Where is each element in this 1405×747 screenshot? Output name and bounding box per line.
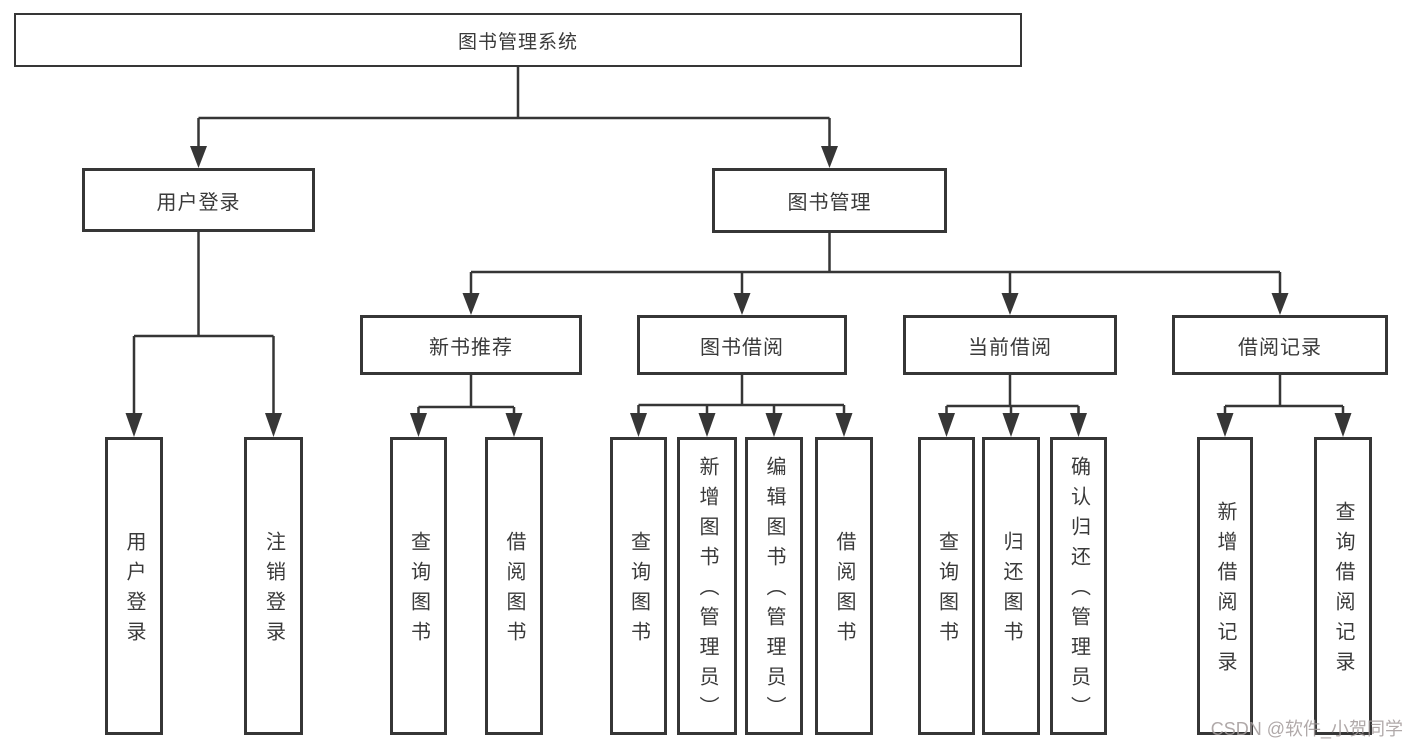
leaf-add-books-admin: 新增图书（管理员）: [677, 437, 737, 735]
csdn-watermark: CSDN @软件_小贺同学: [1210, 719, 1403, 739]
leaf-label: 新增借阅记录: [1214, 501, 1236, 681]
node-label: 图书借阅: [700, 336, 784, 359]
leaf-label: 查询图书: [627, 531, 650, 651]
node-borrow-record: 借阅记录: [1172, 315, 1388, 375]
leaf-label: 借阅图书: [833, 531, 855, 651]
node-new-book-recommend: 新书推荐: [360, 315, 582, 375]
node-user-login: 用户登录: [82, 168, 315, 232]
leaf-edit-books-admin: 编辑图书（管理员）: [745, 437, 803, 735]
leaf-label: 新增图书（管理员）: [696, 456, 718, 726]
node-label: 用户登录: [156, 191, 241, 214]
leaf-return-books: 归还图书: [982, 437, 1040, 735]
node-label: 图书管理: [787, 192, 872, 214]
leaf-add-borrow-record: 新增借阅记录: [1197, 437, 1253, 735]
leaf-borrow-books: 借阅图书: [815, 437, 873, 735]
leaf-label: 用户登录: [123, 531, 145, 651]
leaf-label: 注销登录: [262, 531, 285, 651]
leaf-query-books-current: 查询图书: [918, 437, 975, 735]
leaf-label: 编辑图书（管理员）: [763, 456, 785, 726]
leaf-query-books-borrow: 查询图书: [610, 437, 667, 735]
leaf-query-books-recommend: 查询图书: [390, 437, 447, 735]
leaf-user-login: 用户登录: [105, 437, 163, 735]
arrowheads: [125, 146, 1352, 437]
node-book-borrow: 图书借阅: [637, 315, 847, 375]
leaf-label: 借阅图书: [503, 531, 525, 651]
node-label: 当前借阅: [968, 336, 1052, 359]
leaf-confirm-return-admin: 确认归还（管理员）: [1050, 437, 1107, 735]
leaf-borrow-books-recommend: 借阅图书: [485, 437, 543, 735]
leaf-label: 查询图书: [407, 531, 430, 651]
leaf-label: 查询借阅记录: [1332, 501, 1354, 681]
leaf-label: 查询图书: [935, 531, 958, 651]
leaf-logout: 注销登录: [244, 437, 303, 735]
node-root-library-system: 图书管理系统: [14, 13, 1022, 67]
node-label: 图书管理系统: [457, 31, 578, 53]
node-label: 借阅记录: [1238, 336, 1322, 359]
leaf-label: 确认归还（管理员）: [1067, 456, 1090, 726]
node-book-management: 图书管理: [712, 168, 947, 233]
node-current-borrow: 当前借阅: [903, 315, 1117, 375]
leaf-label: 归还图书: [1000, 531, 1022, 651]
node-label: 新书推荐: [429, 336, 513, 359]
leaf-query-borrow-record: 查询借阅记录: [1314, 437, 1372, 735]
